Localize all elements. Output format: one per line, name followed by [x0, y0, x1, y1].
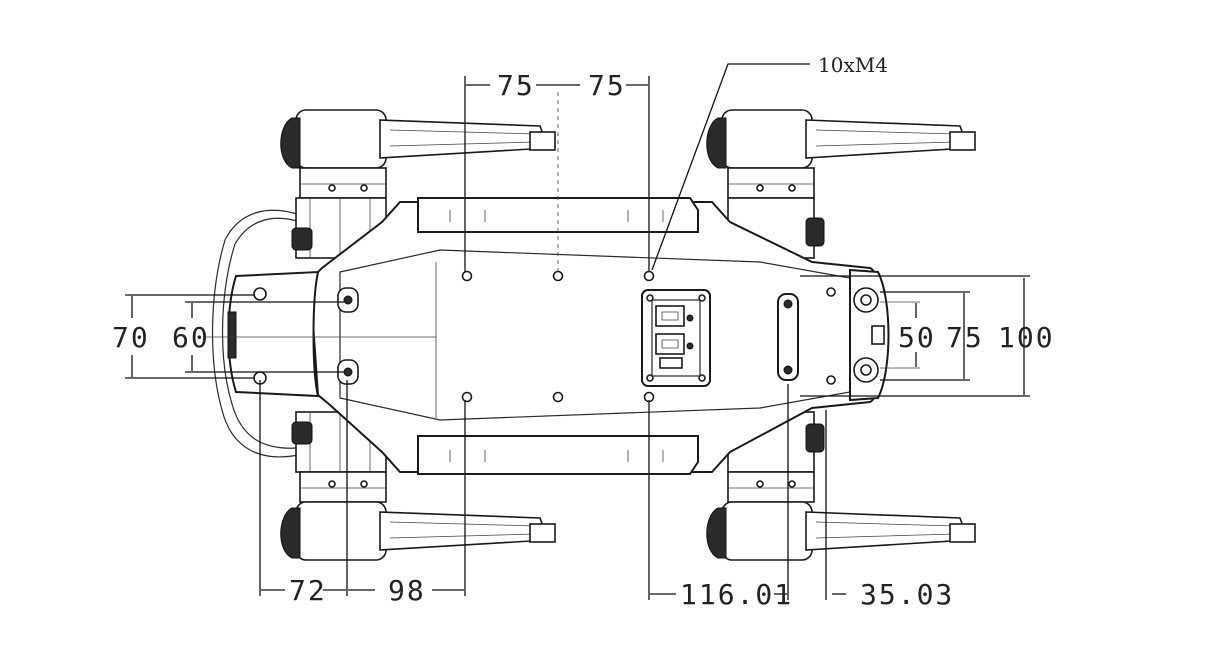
interface-panel — [641, 289, 711, 387]
callout-label: 10xM4 — [818, 53, 888, 77]
m4-hole — [461, 391, 473, 403]
dim-top-right: 75 — [588, 69, 626, 102]
leg-front-right — [706, 109, 976, 259]
dim-bottom-4: 35.03 — [860, 578, 954, 611]
front-handle — [211, 209, 301, 458]
dim-bottom-1: 72 — [289, 574, 327, 607]
leg-front-left — [280, 109, 556, 259]
m4-hole — [643, 270, 655, 282]
mounting-holes — [461, 270, 836, 403]
dimension-lines — [125, 63, 1030, 600]
dim-right-outer: 100 — [998, 321, 1055, 354]
dim-top-left: 75 — [497, 69, 535, 102]
dim-left-inner: 60 — [172, 321, 210, 354]
m4-hole — [826, 287, 836, 297]
dim-left-outer: 70 — [112, 321, 150, 354]
m4-hole — [826, 375, 836, 385]
m4-hole — [552, 270, 564, 282]
dim-bottom-3: 116.01 — [680, 578, 793, 611]
dim-right-inner: 50 — [898, 321, 936, 354]
dim-bottom-2: 98 — [388, 574, 426, 607]
dim-right-mid: 75 — [946, 321, 984, 354]
rear-slot — [777, 293, 799, 381]
m4-hole — [461, 270, 473, 282]
m4-hole — [552, 391, 564, 403]
